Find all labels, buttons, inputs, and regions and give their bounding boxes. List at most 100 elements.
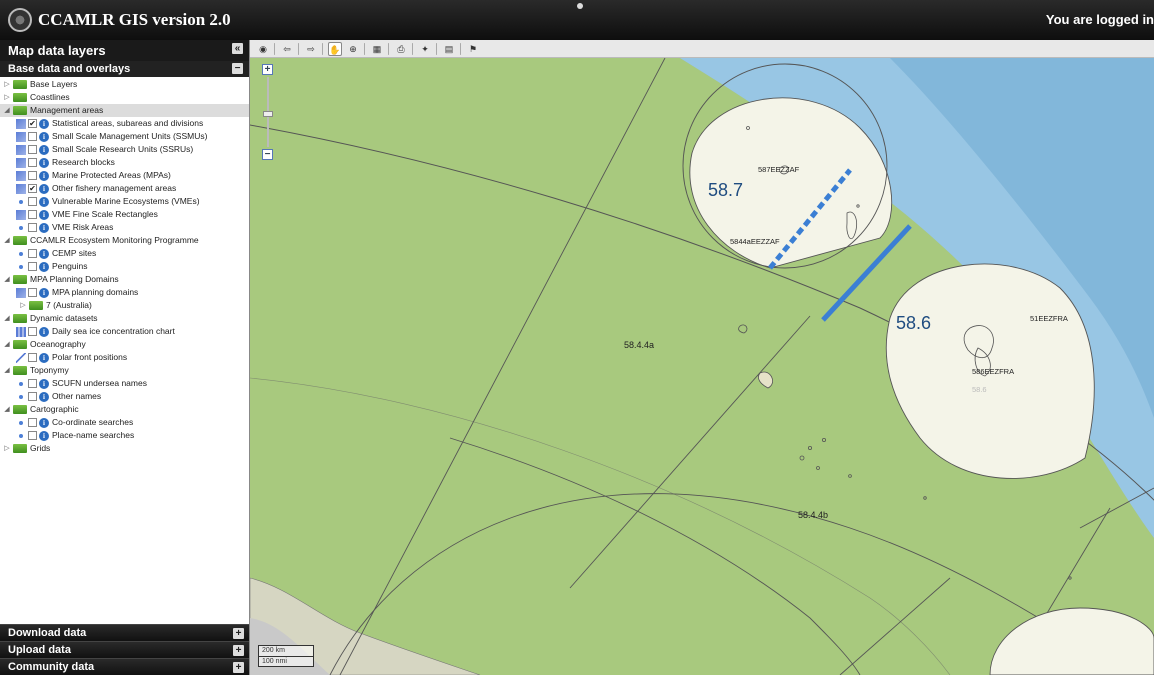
zoom-out-button[interactable]: − <box>262 149 273 160</box>
info-icon[interactable]: i <box>39 118 49 129</box>
layer-tree-row[interactable]: ◢Toponymy <box>0 364 249 377</box>
info-icon[interactable]: i <box>39 287 49 298</box>
layer-tree-row[interactable]: ◢MPA Planning Domains <box>0 273 249 286</box>
layer-tree-row[interactable]: ▷7 (Australia) <box>0 299 249 312</box>
layer-tree-row[interactable]: ◢Dynamic datasets <box>0 312 249 325</box>
info-icon[interactable]: i <box>39 378 49 389</box>
zoom-slider-handle[interactable] <box>263 111 273 117</box>
expand-arrow-icon[interactable]: ▷ <box>4 81 10 88</box>
layer-tree-row[interactable]: ◢Oceanography <box>0 338 249 351</box>
layer-checkbox[interactable] <box>28 431 37 440</box>
info-icon[interactable]: i <box>39 326 49 337</box>
info-icon[interactable]: i <box>39 183 49 194</box>
expand-arrow-icon[interactable]: ▷ <box>4 94 10 101</box>
expand-arrow-icon[interactable]: ▷ <box>20 302 26 309</box>
layer-checkbox[interactable]: ✔ <box>28 184 37 193</box>
layer-tree-row[interactable]: ▷Coastlines <box>0 91 249 104</box>
layer-checkbox[interactable] <box>28 249 37 258</box>
measure-icon[interactable]: ▦ <box>372 43 382 54</box>
layer-checkbox[interactable] <box>28 327 37 336</box>
info-icon[interactable]: i <box>39 131 49 142</box>
layer-checkbox[interactable] <box>28 262 37 271</box>
info-icon[interactable]: i <box>39 222 49 233</box>
layer-checkbox[interactable]: ✔ <box>28 119 37 128</box>
zoom-slider-track[interactable] <box>263 77 273 147</box>
pan-hand-icon[interactable]: ✋ <box>328 41 342 56</box>
info-icon[interactable]: i <box>39 417 49 428</box>
zoom-in-button[interactable]: + <box>262 64 273 75</box>
collapse-arrow-icon[interactable]: ◢ <box>4 237 10 244</box>
info-icon[interactable]: i <box>39 261 49 272</box>
layer-checkbox[interactable] <box>28 223 37 232</box>
collapse-arrow-icon[interactable]: ◢ <box>4 107 10 114</box>
zoom-box-icon[interactable]: ⊕ <box>349 43 357 54</box>
info-icon[interactable]: i <box>39 430 49 441</box>
forward-arrow-icon[interactable]: ⇨ <box>307 43 315 54</box>
header-handle[interactable] <box>577 3 583 9</box>
globe-icon[interactable]: ◉ <box>259 43 267 54</box>
layer-checkbox[interactable] <box>28 353 37 362</box>
collapse-arrow-icon[interactable]: ◢ <box>4 315 10 322</box>
collapse-arrow-icon[interactable]: ◢ <box>4 406 10 413</box>
collapse-arrow-icon[interactable]: ◢ <box>4 276 10 283</box>
collapse-arrow-icon[interactable]: ◢ <box>4 341 10 348</box>
layer-checkbox[interactable] <box>28 171 37 180</box>
expand-section-button[interactable]: + <box>233 662 244 673</box>
info-icon[interactable]: i <box>39 391 49 402</box>
layer-checkbox[interactable] <box>28 197 37 206</box>
layer-checkbox[interactable] <box>28 288 37 297</box>
flag-icon[interactable]: ⚑ <box>468 43 478 54</box>
layer-tree-row[interactable]: ▷Base Layers <box>0 78 249 91</box>
layer-checkbox[interactable] <box>28 418 37 427</box>
info-icon[interactable]: i <box>39 157 49 168</box>
layer-tree-row[interactable]: ◢Management areas <box>0 104 249 117</box>
layer-checkbox[interactable] <box>28 210 37 219</box>
print-icon[interactable]: ⎙ <box>397 43 405 54</box>
info-icon[interactable]: i <box>39 144 49 155</box>
layer-checkbox[interactable] <box>28 392 37 401</box>
layer-tree-row[interactable]: ◢Cartographic <box>0 403 249 416</box>
info-icon[interactable]: i <box>39 170 49 181</box>
info-icon[interactable]: i <box>39 352 49 363</box>
footer-section-bar[interactable]: Download data+ <box>0 624 249 641</box>
layer-tree-row[interactable]: ▷Grids <box>0 442 249 455</box>
layer-tree-row[interactable]: ◢CCAMLR Ecosystem Monitoring Programme <box>0 234 249 247</box>
expand-section-button[interactable]: + <box>233 645 244 656</box>
legend-icon[interactable]: ▤ <box>444 43 454 54</box>
info-icon[interactable]: i <box>39 209 49 220</box>
section-header-base-data[interactable]: Base data and overlays − <box>0 61 249 77</box>
expand-section-button[interactable]: + <box>233 628 244 639</box>
collapse-panel-button[interactable]: « <box>232 43 243 54</box>
pin-icon[interactable]: ✦ <box>421 43 429 54</box>
footer-section-bar[interactable]: Community data+ <box>0 658 249 675</box>
map-view[interactable]: ◉ ⇦ ⇨ ✋ ⊕ ▦ ⎙ ✦ ▤ ⚑ <box>250 40 1154 675</box>
footer-section-bar[interactable]: Upload data+ <box>0 641 249 658</box>
info-icon[interactable]: i <box>39 196 49 207</box>
expand-arrow-icon[interactable]: ▷ <box>4 445 10 452</box>
map-canvas[interactable] <box>250 58 1154 675</box>
layer-checkbox[interactable] <box>28 158 37 167</box>
layer-checkbox[interactable] <box>28 145 37 154</box>
back-arrow-icon[interactable]: ⇦ <box>283 43 291 54</box>
collapse-arrow-icon[interactable]: ◢ <box>4 367 10 374</box>
layer-checkbox[interactable] <box>28 379 37 388</box>
layer-checkbox[interactable] <box>28 132 37 141</box>
info-icon[interactable]: i <box>39 248 49 259</box>
